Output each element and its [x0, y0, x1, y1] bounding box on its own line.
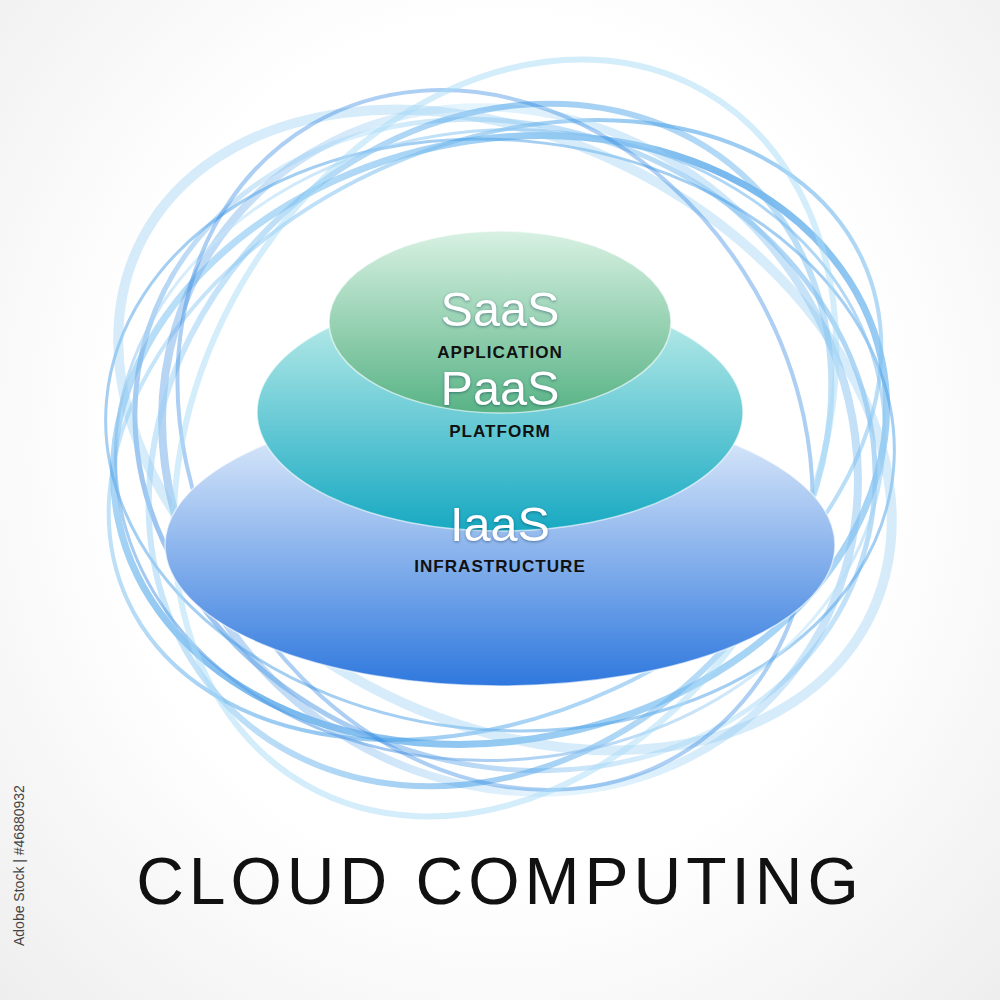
- layer-text-group: PaaS PLATFORM: [256, 364, 744, 440]
- layer-name: INFRASTRUCTURE: [164, 558, 836, 575]
- layer-name: PLATFORM: [256, 423, 744, 440]
- layer-acronym: IaaS: [164, 500, 836, 549]
- ring-strokes: [7, 0, 1000, 937]
- layer-text-group: SaaS APPLICATION: [328, 285, 672, 361]
- layer-text-group: IaaS INFRASTRUCTURE: [164, 500, 836, 576]
- layer-acronym: PaaS: [256, 364, 744, 413]
- diagram-title: CLOUD COMPUTING: [0, 848, 1000, 914]
- layer-name: APPLICATION: [328, 344, 672, 361]
- watermark: Adobe Stock | #46880932: [12, 785, 26, 946]
- layer-acronym: SaaS: [328, 285, 672, 334]
